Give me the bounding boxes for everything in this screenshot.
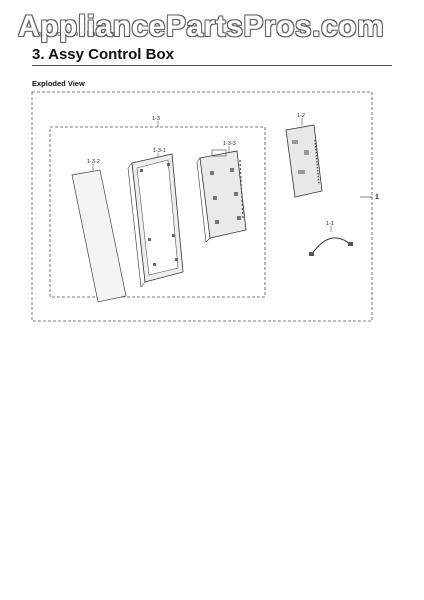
label-sheet: 1-3-2 xyxy=(87,159,100,165)
sheet-part xyxy=(71,169,127,303)
label-bracket: 1-3-3 xyxy=(223,141,236,147)
label-frame: 1-3-1 xyxy=(153,148,166,154)
frame-part xyxy=(127,153,184,288)
watermark-logo: AppliancePartsPros.com xyxy=(18,10,385,43)
wire-part xyxy=(309,237,353,256)
bracket-part xyxy=(196,149,247,243)
pcb-part xyxy=(285,124,323,198)
label-wire: 1-1 xyxy=(326,221,334,227)
label-assy: 1 xyxy=(375,194,379,201)
page-title: 3. Assy Control Box xyxy=(32,46,174,63)
assy-outer-box xyxy=(31,91,373,322)
label-pcb: 1-2 xyxy=(297,113,305,119)
label-sub-assy: 1-3 xyxy=(152,116,160,122)
section-header: Exploded View & Parts List xyxy=(32,31,116,38)
title-divider xyxy=(32,65,392,66)
exploded-view-heading: Exploded View xyxy=(32,79,85,88)
sub-assy-box xyxy=(49,126,266,298)
